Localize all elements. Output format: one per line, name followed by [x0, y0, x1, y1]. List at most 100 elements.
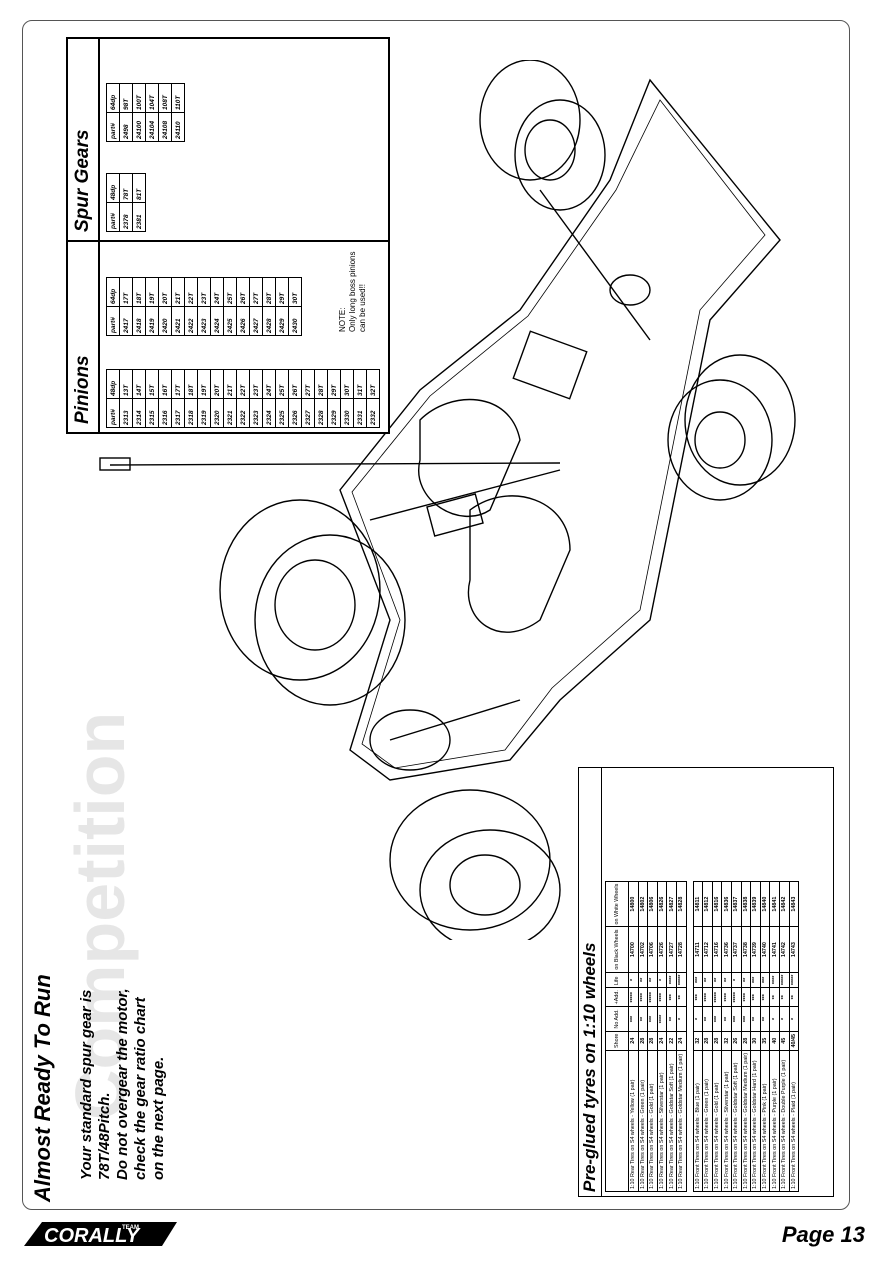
- table-cell: 1:10 Front Tires on S4 wheels - Goldstar…: [750, 1050, 761, 1192]
- table-cell: *****: [628, 987, 639, 1007]
- table-cell: 2419: [145, 306, 159, 336]
- table-cell: 14842: [779, 881, 789, 927]
- table-cell: 28: [638, 1031, 648, 1051]
- tyre-column-header: Shore: [605, 1031, 629, 1051]
- note-line: Only long boss pinions: [348, 251, 357, 333]
- page-heading: Almost Ready To Run: [30, 974, 55, 1202]
- tyre-column-header: [605, 1050, 629, 1192]
- table-cell: *****: [712, 987, 722, 1007]
- table-cell: 15T: [145, 369, 159, 399]
- table-cell: 21T: [171, 277, 185, 307]
- table-cell: ***: [647, 1006, 658, 1032]
- table-cell: 14743: [789, 926, 799, 973]
- table-cell: 22T: [184, 277, 198, 307]
- table-cell: **: [769, 987, 780, 1007]
- table-cell: ***: [750, 972, 761, 988]
- table-cell: 29T: [275, 277, 289, 307]
- table-cell: 2328: [314, 398, 328, 428]
- rear-tyre-row: 1:10 Rear Tires on S4 wheels - Silversta…: [657, 881, 667, 1192]
- table-cell: ***: [666, 987, 677, 1007]
- pinions-title: Pinions: [72, 355, 93, 424]
- table-cell: 2427: [249, 306, 263, 336]
- logo-team-text: TEAM: [122, 1225, 139, 1231]
- table-cell: ***: [628, 1006, 639, 1032]
- table-cell: 14716: [712, 926, 722, 973]
- logo-text: CORALLY: [44, 1225, 141, 1247]
- table-cell: 14711: [693, 926, 703, 973]
- table-cell: ***: [741, 1006, 751, 1032]
- table-cell: 2317: [171, 398, 185, 428]
- table-cell: 1:10 Front Tires on S4 wheels - Gold (1 …: [712, 1050, 722, 1192]
- table-cell: 20T: [210, 369, 224, 399]
- table-cell: 24: [676, 1031, 687, 1051]
- table-cell: *: [789, 1006, 799, 1032]
- table-cell: ****: [769, 972, 780, 988]
- tyre-column-header: No Add.: [605, 1006, 629, 1032]
- table-cell: 13T: [119, 369, 133, 399]
- table-cell: 2420: [158, 306, 172, 336]
- front-tyre-row: 1:10 Front Tires on S4 wheels - Gold (1 …: [712, 881, 722, 1192]
- table-cell: 19T: [145, 277, 159, 307]
- rear-tyre-row: 1:10 Rear Tires on S4 wheels - Goldstar …: [676, 881, 687, 1192]
- rear-tyre-row: 1:10 Rear Tires on S4 wheels - Yellow (1…: [628, 881, 639, 1192]
- table-cell: ****: [721, 987, 732, 1007]
- table-cell: 21T: [223, 369, 237, 399]
- table-cell: 1:10 Front Tires on S4 wheels - Pink (1 …: [760, 1050, 770, 1192]
- table-cell: 14736: [721, 926, 732, 973]
- rear-tyre-row: 1:10 Rear Tires on S4 wheels - Goldstar …: [666, 881, 677, 1192]
- table-cell: 23T: [197, 277, 211, 307]
- table-cell: 22T: [236, 369, 250, 399]
- table-cell: 18T: [132, 277, 146, 307]
- table-cell: 14T: [132, 369, 146, 399]
- table-cell: 14836: [721, 881, 732, 927]
- table-cell: **: [638, 972, 648, 988]
- table-cell: *: [769, 1006, 780, 1032]
- table-cell: 29T: [327, 369, 341, 399]
- note-line: can be used!!: [358, 283, 367, 332]
- table-cell: 98T: [119, 83, 133, 113]
- table-cell: 108T: [158, 83, 172, 113]
- table-cell: 2315: [145, 398, 159, 428]
- table-cell: **: [779, 987, 789, 1007]
- front-tyre-row: 1:10 Front Tires on S4 wheels - Goldstar…: [750, 881, 761, 1192]
- table-cell: ****: [657, 1006, 667, 1032]
- table-cell: 14840: [760, 881, 770, 927]
- front-tyre-row: 1:10 Front Tires on S4 wheels - Goldstar…: [741, 881, 751, 1192]
- table-cell: 14741: [769, 926, 780, 973]
- table-cell: 32: [693, 1031, 703, 1051]
- table-cell: 27T: [301, 369, 315, 399]
- table-cell: 2381: [132, 202, 146, 232]
- table-cell: 25T: [223, 277, 237, 307]
- rear-tyre-row: 1:10 Rear Tires on S4 wheels - Gold (1 p…: [647, 881, 658, 1192]
- instructions: Your standard spur gear is 78T/48Pitch. …: [78, 760, 168, 1180]
- table-cell: 1:10 Rear Tires on S4 wheels - Gold (1 p…: [647, 1050, 658, 1192]
- page-frame: [22, 20, 850, 1210]
- table-cell: 2327: [301, 398, 315, 428]
- tyre-chart-title: Pre-glued tyres on 1:10 wheels: [579, 768, 602, 1196]
- table-cell: 26T: [288, 369, 302, 399]
- table-cell: 40/45: [789, 1031, 799, 1051]
- spur48-header-part: part#: [106, 202, 120, 232]
- table-cell: 24T: [210, 277, 224, 307]
- table-cell: 1:10 Front Tires on S4 wheels - Plaid (1…: [789, 1050, 799, 1192]
- table-cell: 2417: [119, 306, 133, 336]
